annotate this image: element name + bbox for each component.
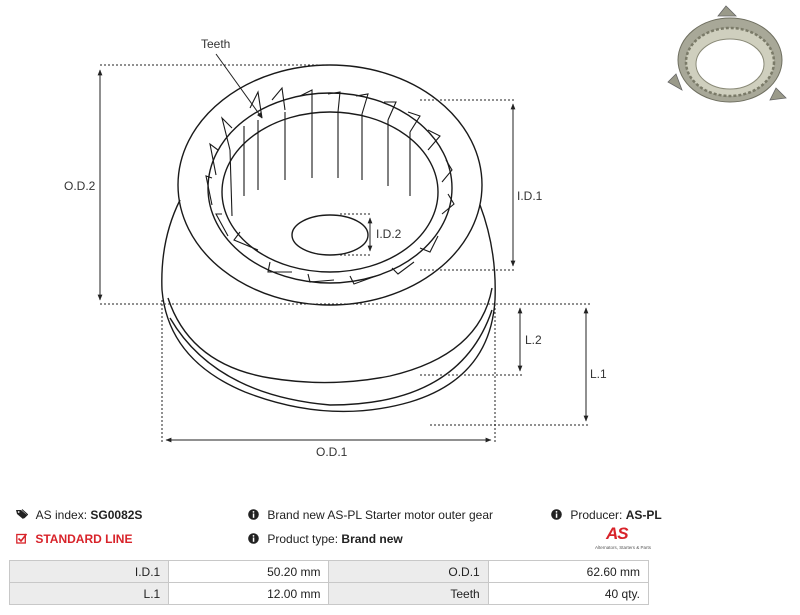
gear-technical-drawing: Teeth O.D.2 I.D.1 I.D.2 L.2 L.1 O.D.1 <box>64 5 787 459</box>
spec-value: 62.60 mm <box>487 560 650 583</box>
spec-label: I.D.1 <box>8 560 170 583</box>
as-index-value: SG0082S <box>90 508 143 522</box>
producer-value: AS-PL <box>625 508 662 522</box>
teeth-label: Teeth <box>201 37 230 51</box>
gear-teeth <box>205 86 455 285</box>
product-type-value: Brand new <box>341 532 403 546</box>
tag-icon <box>16 509 29 523</box>
gear-outer-rim <box>177 64 483 306</box>
info-icon <box>248 509 259 523</box>
description-text: Brand new AS-PL Starter motor outer gear <box>267 508 494 522</box>
spec-label: L.1 <box>8 582 170 605</box>
spec-label: Teeth <box>328 582 489 605</box>
table-row: L.1 12.00 mm Teeth 40 qty. <box>8 582 650 605</box>
gear-center-bore <box>291 214 369 256</box>
l1-label: L.1 <box>590 367 607 381</box>
as-pl-logo: AS Alternators, Starters & Parts <box>588 524 652 554</box>
gear-step-line-2 <box>169 309 493 406</box>
standard-line: STANDARD LINE <box>16 532 132 547</box>
info-icon <box>248 533 259 547</box>
producer-label: Producer: <box>570 508 623 522</box>
producer-line: Producer: AS-PL <box>551 508 662 523</box>
id1-label: I.D.1 <box>517 189 543 203</box>
logo-mark: AS <box>606 524 629 543</box>
as-index-label: AS index: <box>35 508 88 522</box>
teeth-leader-line <box>215 53 263 119</box>
od1-label: O.D.1 <box>316 445 348 459</box>
product-type-label: Product type: <box>267 532 339 546</box>
product-type-line: Product type: Brand new <box>248 532 403 547</box>
spec-value: 12.00 mm <box>168 582 330 605</box>
gear-lower-body <box>161 199 496 413</box>
spec-label: O.D.1 <box>328 560 489 583</box>
table-row: I.D.1 50.20 mm O.D.1 62.60 mm <box>8 560 650 583</box>
standard-line-text: STANDARD LINE <box>35 532 133 546</box>
description-line: Brand new AS-PL Starter motor outer gear <box>248 508 493 523</box>
spec-value: 50.20 mm <box>168 560 330 583</box>
as-index-line: AS index: SG0082S <box>16 508 142 523</box>
specs-table: I.D.1 50.20 mm O.D.1 62.60 mm L.1 12.00 … <box>8 560 650 605</box>
gear-teeth-root <box>221 111 439 273</box>
id2-label: I.D.2 <box>376 227 402 241</box>
checkbox-icon <box>16 533 28 547</box>
gear-step-line <box>167 287 493 384</box>
gear-product-photo <box>667 5 787 103</box>
l2-label: L.2 <box>525 333 542 347</box>
od2-label: O.D.2 <box>64 179 96 193</box>
logo-tagline: Alternators, Starters & Parts <box>594 545 652 550</box>
spec-value: 40 qty. <box>487 582 650 605</box>
info-icon <box>551 509 562 523</box>
